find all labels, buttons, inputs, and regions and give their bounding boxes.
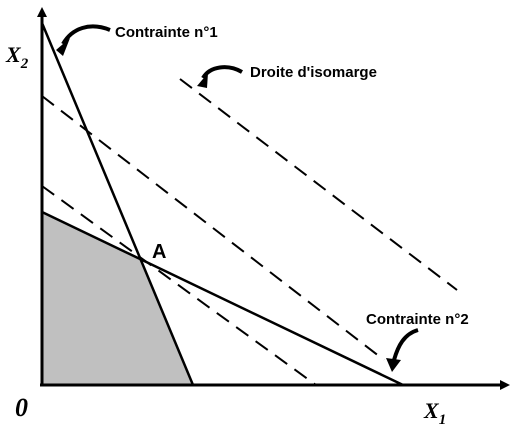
constraint-1-line — [40, 22, 195, 386]
y-axis-label: X2 — [5, 42, 29, 72]
isomarge-line-1 — [41, 185, 317, 386]
x-axis-label: X1 — [423, 398, 446, 428]
constraint-2-line — [41, 210, 404, 387]
constraint-1-label: Contrainte n°1 — [115, 24, 218, 41]
isomarge-callout-arrowhead — [197, 73, 208, 88]
feasible-region — [42, 212, 193, 385]
isomarge-callout-arrow — [201, 65, 243, 80]
constraint-2-callout-arrow — [392, 328, 419, 361]
constraint-2-label: Contrainte n°2 — [366, 311, 469, 328]
isomarge-label: Droite d'isomarge — [250, 64, 377, 81]
isomarge-line-2 — [41, 95, 385, 361]
isomarge-line-3 — [179, 78, 458, 291]
point-a-label: A — [152, 241, 166, 263]
constraint-1-callout-arrow — [61, 24, 111, 46]
origin-label: 0 — [15, 393, 28, 422]
constraint-2-callout-arrowhead — [386, 358, 401, 372]
constraint-1-callout-arrowhead — [56, 38, 70, 56]
